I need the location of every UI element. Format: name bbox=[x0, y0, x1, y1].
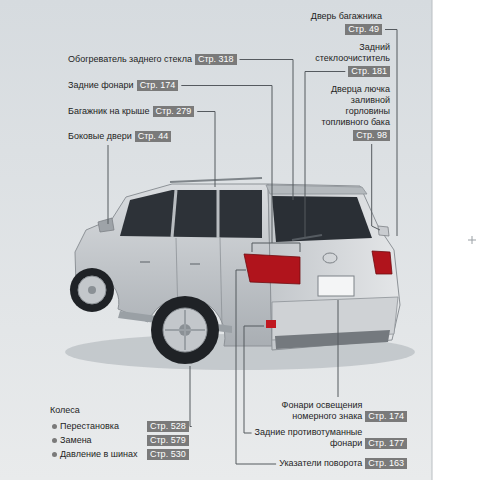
callout-label: Перестановка bbox=[60, 421, 144, 432]
callout: Дверь багажникаСтр. 49 bbox=[311, 11, 382, 35]
page-badge: Стр. 49 bbox=[345, 24, 382, 35]
callout-label: Задний стеклоочиститель bbox=[315, 42, 390, 64]
callout-label: Дверца лючка заливной горловины топливно… bbox=[310, 84, 390, 128]
page-badge: Стр. 174 bbox=[137, 80, 179, 91]
page-badge: Стр. 279 bbox=[153, 106, 195, 117]
callout: Задний стеклоочистительСтр. 181 bbox=[315, 42, 390, 77]
callout: Указатели поворотаСтр. 163 bbox=[279, 458, 407, 469]
group-heading: Колеса bbox=[50, 405, 80, 416]
callout: Задние противотуманные фонариСтр. 177 bbox=[242, 427, 407, 449]
page-badge: Стр. 44 bbox=[135, 131, 172, 142]
callout: Задние фонариСтр. 174 bbox=[68, 80, 178, 91]
leader-line bbox=[108, 145, 109, 224]
page-badge: Стр. 174 bbox=[365, 411, 407, 422]
callout-label: Указатели поворота bbox=[279, 458, 362, 469]
bullet-dot bbox=[52, 452, 57, 457]
leader-line bbox=[181, 86, 272, 244]
leader-line bbox=[372, 144, 380, 230]
callout: Дверца лючка заливной горловины топливно… bbox=[310, 84, 390, 141]
bullet-dot bbox=[52, 424, 57, 429]
page-badge: Стр. 530 bbox=[147, 449, 189, 460]
leader-line bbox=[197, 112, 215, 188]
callout: Багажник на крышеСтр. 279 bbox=[68, 106, 194, 117]
leader-line bbox=[190, 366, 192, 427]
callout-label: Задние фонари bbox=[68, 80, 134, 91]
page-badge: Стр. 163 bbox=[365, 458, 407, 469]
callout-label: Фонари освещения номерного знака bbox=[274, 400, 362, 422]
callout: Боковые двериСтр. 44 bbox=[68, 131, 171, 142]
page-badge: Стр. 181 bbox=[348, 66, 390, 77]
leader-line bbox=[240, 60, 294, 201]
leader-line bbox=[338, 300, 339, 397]
bullet-dot bbox=[52, 438, 57, 443]
leader-line bbox=[305, 72, 345, 239]
page-badge: Стр. 98 bbox=[353, 130, 390, 141]
callout-label: Обогреватель заднего стекла bbox=[68, 54, 192, 65]
callout: Обогреватель заднего стеклаСтр. 318 bbox=[68, 54, 237, 65]
callout: Давление в шинахСтр. 530 bbox=[52, 449, 189, 460]
callout-label: Дверь багажника bbox=[311, 11, 382, 22]
page-badge: Стр. 177 bbox=[365, 438, 407, 449]
callout-label: Давление в шинах bbox=[60, 449, 144, 460]
callout-label: Замена bbox=[60, 435, 144, 446]
page-badge: Стр. 528 bbox=[147, 421, 189, 432]
callout: ЗаменаСтр. 579 bbox=[52, 435, 189, 446]
callout: Фонари освещения номерного знакаСтр. 174 bbox=[274, 400, 407, 422]
callout-label: Боковые двери bbox=[68, 131, 132, 142]
leader-line bbox=[244, 326, 264, 433]
page-badge: Стр. 318 bbox=[195, 54, 237, 65]
callout-label: Багажник на крыше bbox=[68, 106, 150, 117]
callout-label: Задние противотуманные фонари bbox=[242, 427, 362, 449]
callout: ПерестановкаСтр. 528 bbox=[52, 421, 189, 432]
page-badge: Стр. 579 bbox=[147, 435, 189, 446]
